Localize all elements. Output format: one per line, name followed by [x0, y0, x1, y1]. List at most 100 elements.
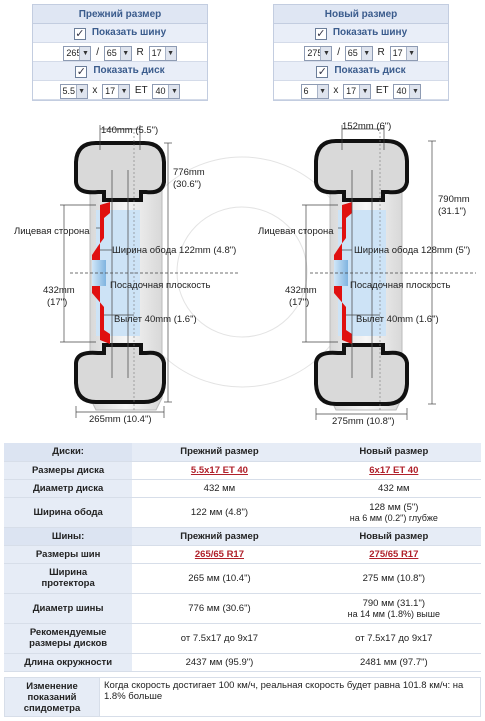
- slash-separator: /: [337, 47, 340, 58]
- table-row: Размеры диска 5.5x17 ET 40 6x17 ET 40: [4, 461, 481, 480]
- old-tire-diameter-select[interactable]: 17▼: [148, 45, 177, 61]
- table-row: Ширина протектора 265 мм (10.4") 275 мм …: [4, 563, 481, 594]
- new-tire-diameter-value: 17: [392, 47, 403, 58]
- new-section-label: 275mm (10.8"): [332, 416, 395, 427]
- new-tire-bottom: [314, 343, 409, 406]
- table-row: Длина окружности 2437 мм (95.9") 2481 мм…: [4, 653, 481, 672]
- new-disk-diameter-value: 17: [346, 85, 357, 96]
- checkbox-checked-icon[interactable]: ✓: [316, 66, 329, 78]
- new-tire-selectors: 275▼ / 65▼ R 17▼: [274, 42, 448, 62]
- x-label: x: [333, 85, 339, 96]
- chevron-down-icon[interactable]: ▼: [75, 84, 87, 98]
- old-tread-label: 140mm (5.5"): [101, 125, 158, 136]
- chevron-down-icon[interactable]: ▼: [168, 84, 180, 98]
- new-tire-width-value: 275: [307, 47, 323, 58]
- new-tire-dia-inch-label: (31.1"): [438, 206, 466, 217]
- et-label: ET: [134, 85, 148, 96]
- table-row: Диаметр диска 432 мм 432 мм: [4, 479, 481, 498]
- tires-header-row: Шины: Прежний размер Новый размер: [4, 527, 481, 546]
- new-tire-profile-select[interactable]: 65▼: [344, 45, 373, 61]
- old-disk-size-link[interactable]: 5.5x17 ET 40: [190, 464, 248, 476]
- old-tire-bottom: [74, 343, 166, 404]
- old-tire-size-link[interactable]: 265/65 R17: [194, 548, 244, 560]
- wheel-diagram: 140mm (5.5") 776mm (30.6") Лицевая сторо…: [14, 121, 476, 427]
- old-disk-et-select[interactable]: 40▼: [152, 83, 181, 99]
- table-row: Размеры шин 265/65 R17 275/65 R17: [4, 545, 481, 564]
- new-disk-selectors: 6▼ x 17▼ ET 40▼: [274, 80, 448, 100]
- chevron-down-icon[interactable]: ▼: [359, 84, 371, 98]
- old-disk-diameter: 432 мм: [132, 479, 307, 498]
- new-show-tire-label: Показать шину: [332, 27, 408, 38]
- chevron-down-icon[interactable]: ▼: [118, 84, 130, 98]
- new-tire-width-select[interactable]: 275▼: [304, 45, 333, 61]
- new-disk-diameter: 432 мм: [306, 479, 481, 498]
- r-label: R: [136, 47, 144, 58]
- chevron-down-icon[interactable]: ▼: [409, 84, 421, 98]
- new-circumference: 2481 мм (97.7"): [306, 653, 481, 672]
- new-mount-plane-label: Посадочная плоскость: [350, 280, 451, 291]
- new-tire-size-link[interactable]: 275/65 R17: [369, 548, 419, 560]
- old-disk-width-select[interactable]: 5.5▼: [59, 83, 88, 99]
- new-disk-size-link[interactable]: 6x17 ET 40: [369, 464, 419, 476]
- speedometer-text: Когда скорость достигает 100 км/ч, реаль…: [99, 677, 481, 717]
- old-show-tire-checkbox[interactable]: ✓Показать шину: [33, 24, 207, 42]
- row-label: Рекомендуемые размеры дисков: [4, 623, 133, 654]
- old-disk-width-value: 5.5: [62, 85, 76, 96]
- chevron-down-icon[interactable]: ▼: [405, 46, 417, 60]
- x-label: x: [92, 85, 98, 96]
- old-tread-width: 265 мм (10.4"): [132, 563, 307, 594]
- old-tire-profile-select[interactable]: 65▼: [103, 45, 132, 61]
- table-row: Ширина обода 122 мм (4.8") 128 мм (5") н…: [4, 497, 481, 528]
- chevron-down-icon[interactable]: ▼: [119, 46, 131, 60]
- old-tire-dia-inch-label: (30.6"): [173, 179, 201, 190]
- new-rim-width: 128 мм (5"): [369, 501, 419, 513]
- old-hub: [92, 260, 106, 286]
- row-label-line: Рекомендуемые: [29, 627, 107, 638]
- chevron-down-icon[interactable]: ▼: [320, 46, 332, 60]
- table-row: Рекомендуемые размеры дисков от 7.5x17 д…: [4, 623, 481, 654]
- dimension-lines: [60, 125, 476, 420]
- new-rim-width-cell: 128 мм (5") на 6 мм (0.2") глубже: [306, 497, 481, 528]
- new-tire-diameter-select[interactable]: 17▼: [389, 45, 418, 61]
- row-label: Ширина обода: [4, 497, 133, 528]
- new-column-header: Новый размер: [306, 527, 481, 546]
- new-disk-width-select[interactable]: 6▼: [300, 83, 329, 99]
- old-disk-diameter-value: 17: [105, 85, 116, 96]
- checkbox-checked-icon[interactable]: ✓: [314, 28, 327, 40]
- chevron-down-icon[interactable]: ▼: [164, 46, 176, 60]
- old-face-label: Лицевая сторона: [14, 226, 90, 237]
- old-column-header: Прежний размер: [132, 443, 307, 462]
- new-column-header: Новый размер: [306, 443, 481, 462]
- old-offset-label: Вылет 40mm (1.6"): [114, 314, 197, 325]
- speedometer-table: Изменение показаний спидометра Когда ско…: [4, 677, 481, 717]
- new-rim-width-label: Ширина обода 128mm (5"): [354, 245, 470, 256]
- checkbox-checked-icon[interactable]: ✓: [75, 66, 88, 78]
- new-disk-diameter-select[interactable]: 17▼: [343, 83, 372, 99]
- comparison-table: Диски: Прежний размер Новый размер Разме…: [4, 443, 481, 672]
- new-disk-et-select[interactable]: 40▼: [393, 83, 422, 99]
- old-disk-et-value: 40: [155, 85, 166, 96]
- old-tire-diameter: 776 мм (30.6"): [132, 593, 307, 624]
- new-show-disk-checkbox[interactable]: ✓Показать диск: [274, 62, 448, 80]
- row-label-line: размеры дисков: [29, 638, 108, 649]
- new-tread-width: 275 мм (10.8"): [306, 563, 481, 594]
- checkbox-checked-icon[interactable]: ✓: [73, 28, 86, 40]
- new-disk-width-value: 6: [303, 85, 309, 96]
- old-size-panel: Прежний размер ✓Показать шину 265▼ / 65▼…: [32, 4, 208, 101]
- new-show-tire-checkbox[interactable]: ✓ Показать шину: [274, 24, 448, 42]
- old-show-disk-checkbox[interactable]: ✓ Показать диск: [33, 62, 207, 80]
- new-wheel-section: [314, 132, 409, 411]
- new-size-panel: Новый размер ✓Показать шину 275▼ / 65▼ R…: [273, 4, 449, 101]
- old-size-header: Прежний размер: [33, 5, 207, 24]
- chevron-down-icon[interactable]: ▼: [79, 46, 91, 60]
- chevron-down-icon[interactable]: ▼: [316, 84, 328, 98]
- old-tire-width-select[interactable]: 265▼: [63, 45, 92, 61]
- new-tread-label: 152mm (6"): [342, 121, 391, 132]
- disks-header-row: Диски: Прежний размер Новый размер: [4, 443, 481, 462]
- old-tire-top: [74, 141, 166, 202]
- old-disk-diameter-select[interactable]: 17▼: [102, 83, 131, 99]
- chevron-down-icon[interactable]: ▼: [360, 46, 372, 60]
- new-offset-label: Вылет 40mm (1.6"): [356, 314, 439, 325]
- old-show-disk-label: Показать диск: [93, 65, 165, 76]
- old-column-header: Прежний размер: [132, 527, 307, 546]
